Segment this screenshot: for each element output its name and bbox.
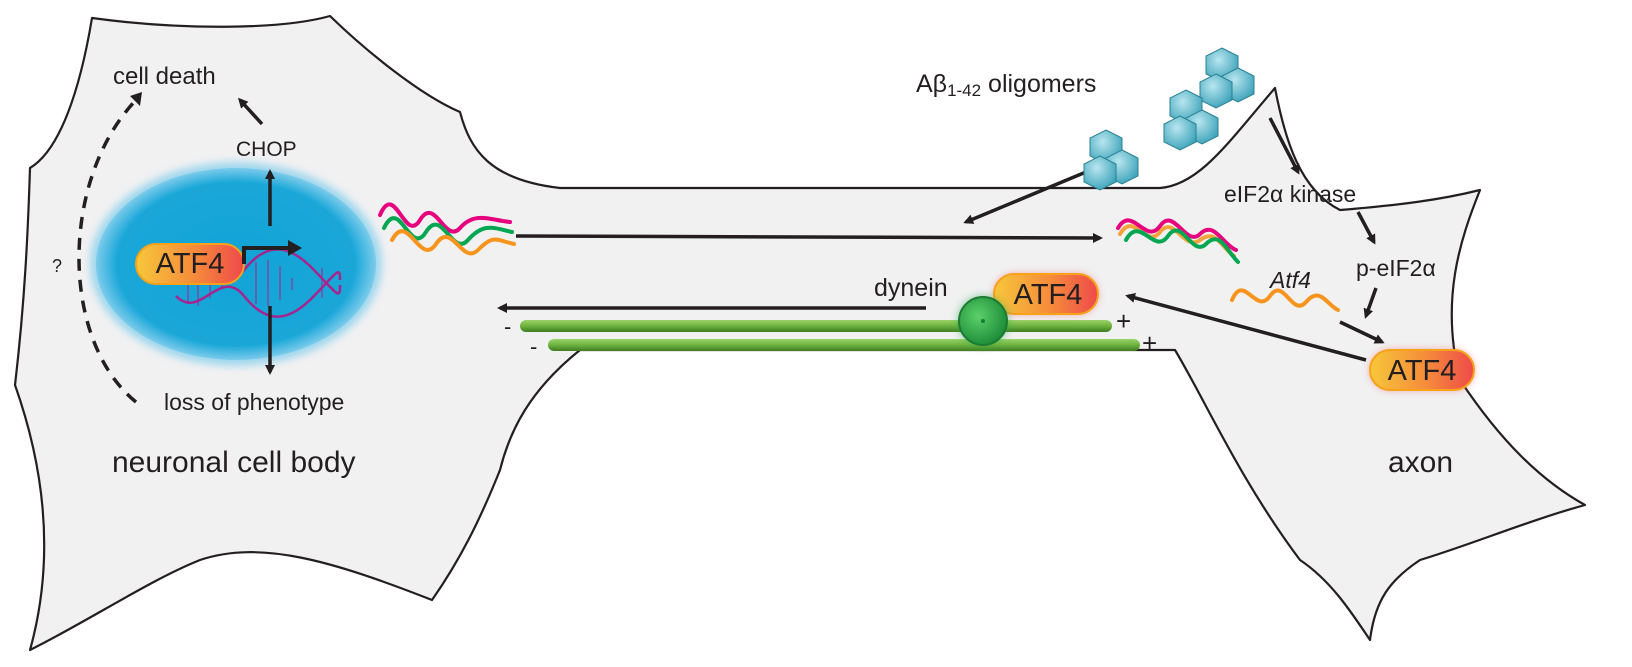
neuron-outline (13, 14, 1587, 652)
dynein-label: dynein (874, 274, 948, 302)
microtubule-top-minus: - (504, 314, 511, 339)
p-eif2a-label: p-eIF2α (1356, 255, 1436, 281)
atf4-mrna-wave (1230, 288, 1340, 312)
oligomer-cluster-1 (1199, 47, 1255, 109)
arrow-p-eif2a-to-atf4 (1363, 287, 1378, 319)
axon-label: axon (1388, 446, 1453, 479)
nucleus-atf4-label: ATF4 (156, 248, 225, 280)
microtubule-bottom (548, 339, 1140, 351)
oligomer-cluster-3 (1083, 129, 1139, 191)
mrna-cell-body (378, 202, 516, 256)
transport-atf4-label: ATF4 (1014, 279, 1083, 311)
arrow-oligomers-to-axon (963, 170, 1087, 224)
axon-atf4-label: ATF4 (1388, 355, 1457, 387)
atf4-mrna-label: Atf4 (1268, 267, 1311, 293)
loss-of-phenotype-label: loss of phenotype (164, 389, 344, 415)
transport-atf4-protein: ATF4 (993, 273, 1099, 315)
microtubule-bottom-plus: + (1142, 328, 1157, 358)
mrna-axon (1116, 218, 1240, 264)
mrna-transport-arrow (515, 232, 1103, 243)
microtubule-bottom-minus: - (530, 334, 537, 359)
microtubule-top (520, 320, 1112, 332)
arrow-axon-atf4-to-transport (1125, 292, 1367, 362)
oligomer-cluster-2 (1163, 89, 1219, 151)
abeta-oligomers-label: Aβ1-42 oligomers (916, 70, 1096, 100)
question-mark-label: ? (52, 256, 62, 276)
dynein-motor (957, 295, 1009, 347)
arrow-kinase-to-p-eif2a (1356, 211, 1376, 245)
arrow-mrna-to-atf4 (1339, 320, 1385, 344)
arrow-chop-to-cell-death (237, 97, 264, 126)
cell-death-label: cell death (113, 63, 216, 90)
transcription-arrow (242, 246, 288, 264)
arrow-oligomers-to-kinase (1268, 117, 1300, 175)
microtubule-top-plus: + (1116, 306, 1131, 336)
cell-body-label: neuronal cell body (112, 446, 356, 479)
axon-atf4-protein: ATF4 (1369, 349, 1475, 391)
nucleus-atf4-protein: ATF4 (135, 243, 245, 285)
eif2a-kinase-label: eIF2α kinase (1224, 181, 1356, 207)
chop-label: CHOP (236, 138, 297, 161)
